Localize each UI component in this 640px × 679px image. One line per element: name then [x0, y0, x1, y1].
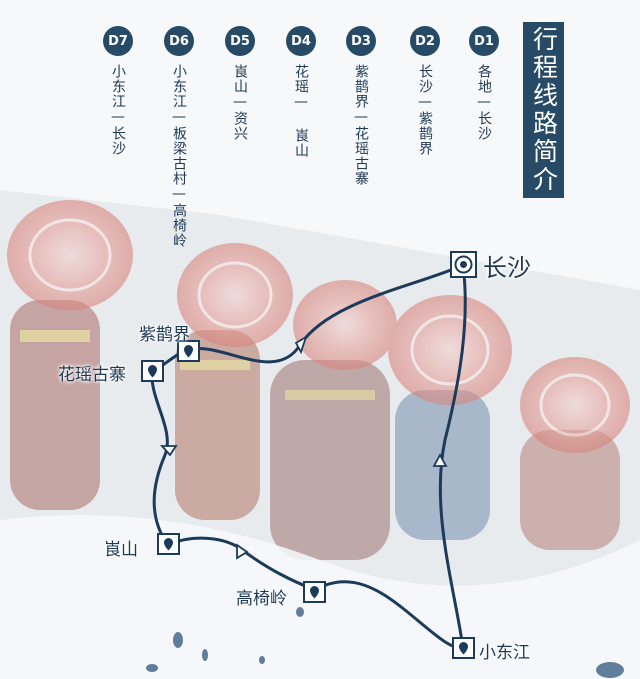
- stop-label-ziquejie: 紫鹊界: [139, 325, 190, 345]
- day-badge: D5: [225, 26, 255, 56]
- day-badge: D1: [469, 26, 499, 56]
- arrow-icon: [294, 334, 308, 355]
- arrow-icon: [432, 453, 448, 467]
- route-arrows: [159, 334, 448, 560]
- day-route: 长沙—紫鹊界: [417, 64, 433, 156]
- stop-markers: [141, 251, 477, 659]
- day-column-d4: D4 花瑶— 崀山: [284, 26, 318, 158]
- pin-marker-icon: [141, 360, 164, 382]
- pin-marker-icon: [177, 340, 200, 362]
- pin-marker-icon: [452, 637, 475, 659]
- day-column-d5: D5 崀山—资兴: [223, 26, 257, 141]
- day-column-d7: D7 小东江—长沙: [101, 26, 135, 156]
- stop-label-xiaodongjiang: 小东江: [479, 643, 530, 663]
- day-route: 崀山—资兴: [232, 64, 248, 141]
- day-column-d1: D1 各地—长沙: [467, 26, 501, 141]
- route-line: [150, 263, 467, 650]
- day-route: 小东江—长沙: [110, 64, 126, 156]
- day-badge: D6: [164, 26, 194, 56]
- day-route: 各地—长沙: [476, 64, 492, 141]
- pin-marker-icon: [303, 581, 326, 603]
- day-column-d2: D2 长沙—紫鹊界: [408, 26, 442, 156]
- stop-label-gaoyiling: 高椅岭: [236, 589, 287, 609]
- arrow-icon: [236, 543, 249, 560]
- day-badge: D4: [286, 26, 316, 56]
- day-badge: D2: [410, 26, 440, 56]
- stop-label-changsha: 长沙: [483, 254, 531, 282]
- stop-label-langshan: 崀山: [104, 540, 138, 560]
- day-badge: D7: [103, 26, 133, 56]
- stop-label-huayao: 花瑶古寨: [58, 365, 126, 385]
- day-route: 小东江—板梁古村—高椅岭: [171, 64, 187, 248]
- day-badge: D3: [346, 26, 376, 56]
- day-route: 花瑶— 崀山: [293, 64, 309, 158]
- arrow-icon: [159, 445, 178, 457]
- origin-marker-icon: [450, 251, 477, 278]
- itinerary-title: 行程线路简介: [523, 22, 564, 198]
- day-route: 紫鹊界—花瑶古寨: [353, 64, 369, 186]
- day-column-d3: D3 紫鹊界—花瑶古寨: [344, 26, 378, 186]
- day-column-d6: D6 小东江—板梁古村—高椅岭: [162, 26, 196, 248]
- pin-marker-icon: [157, 533, 180, 555]
